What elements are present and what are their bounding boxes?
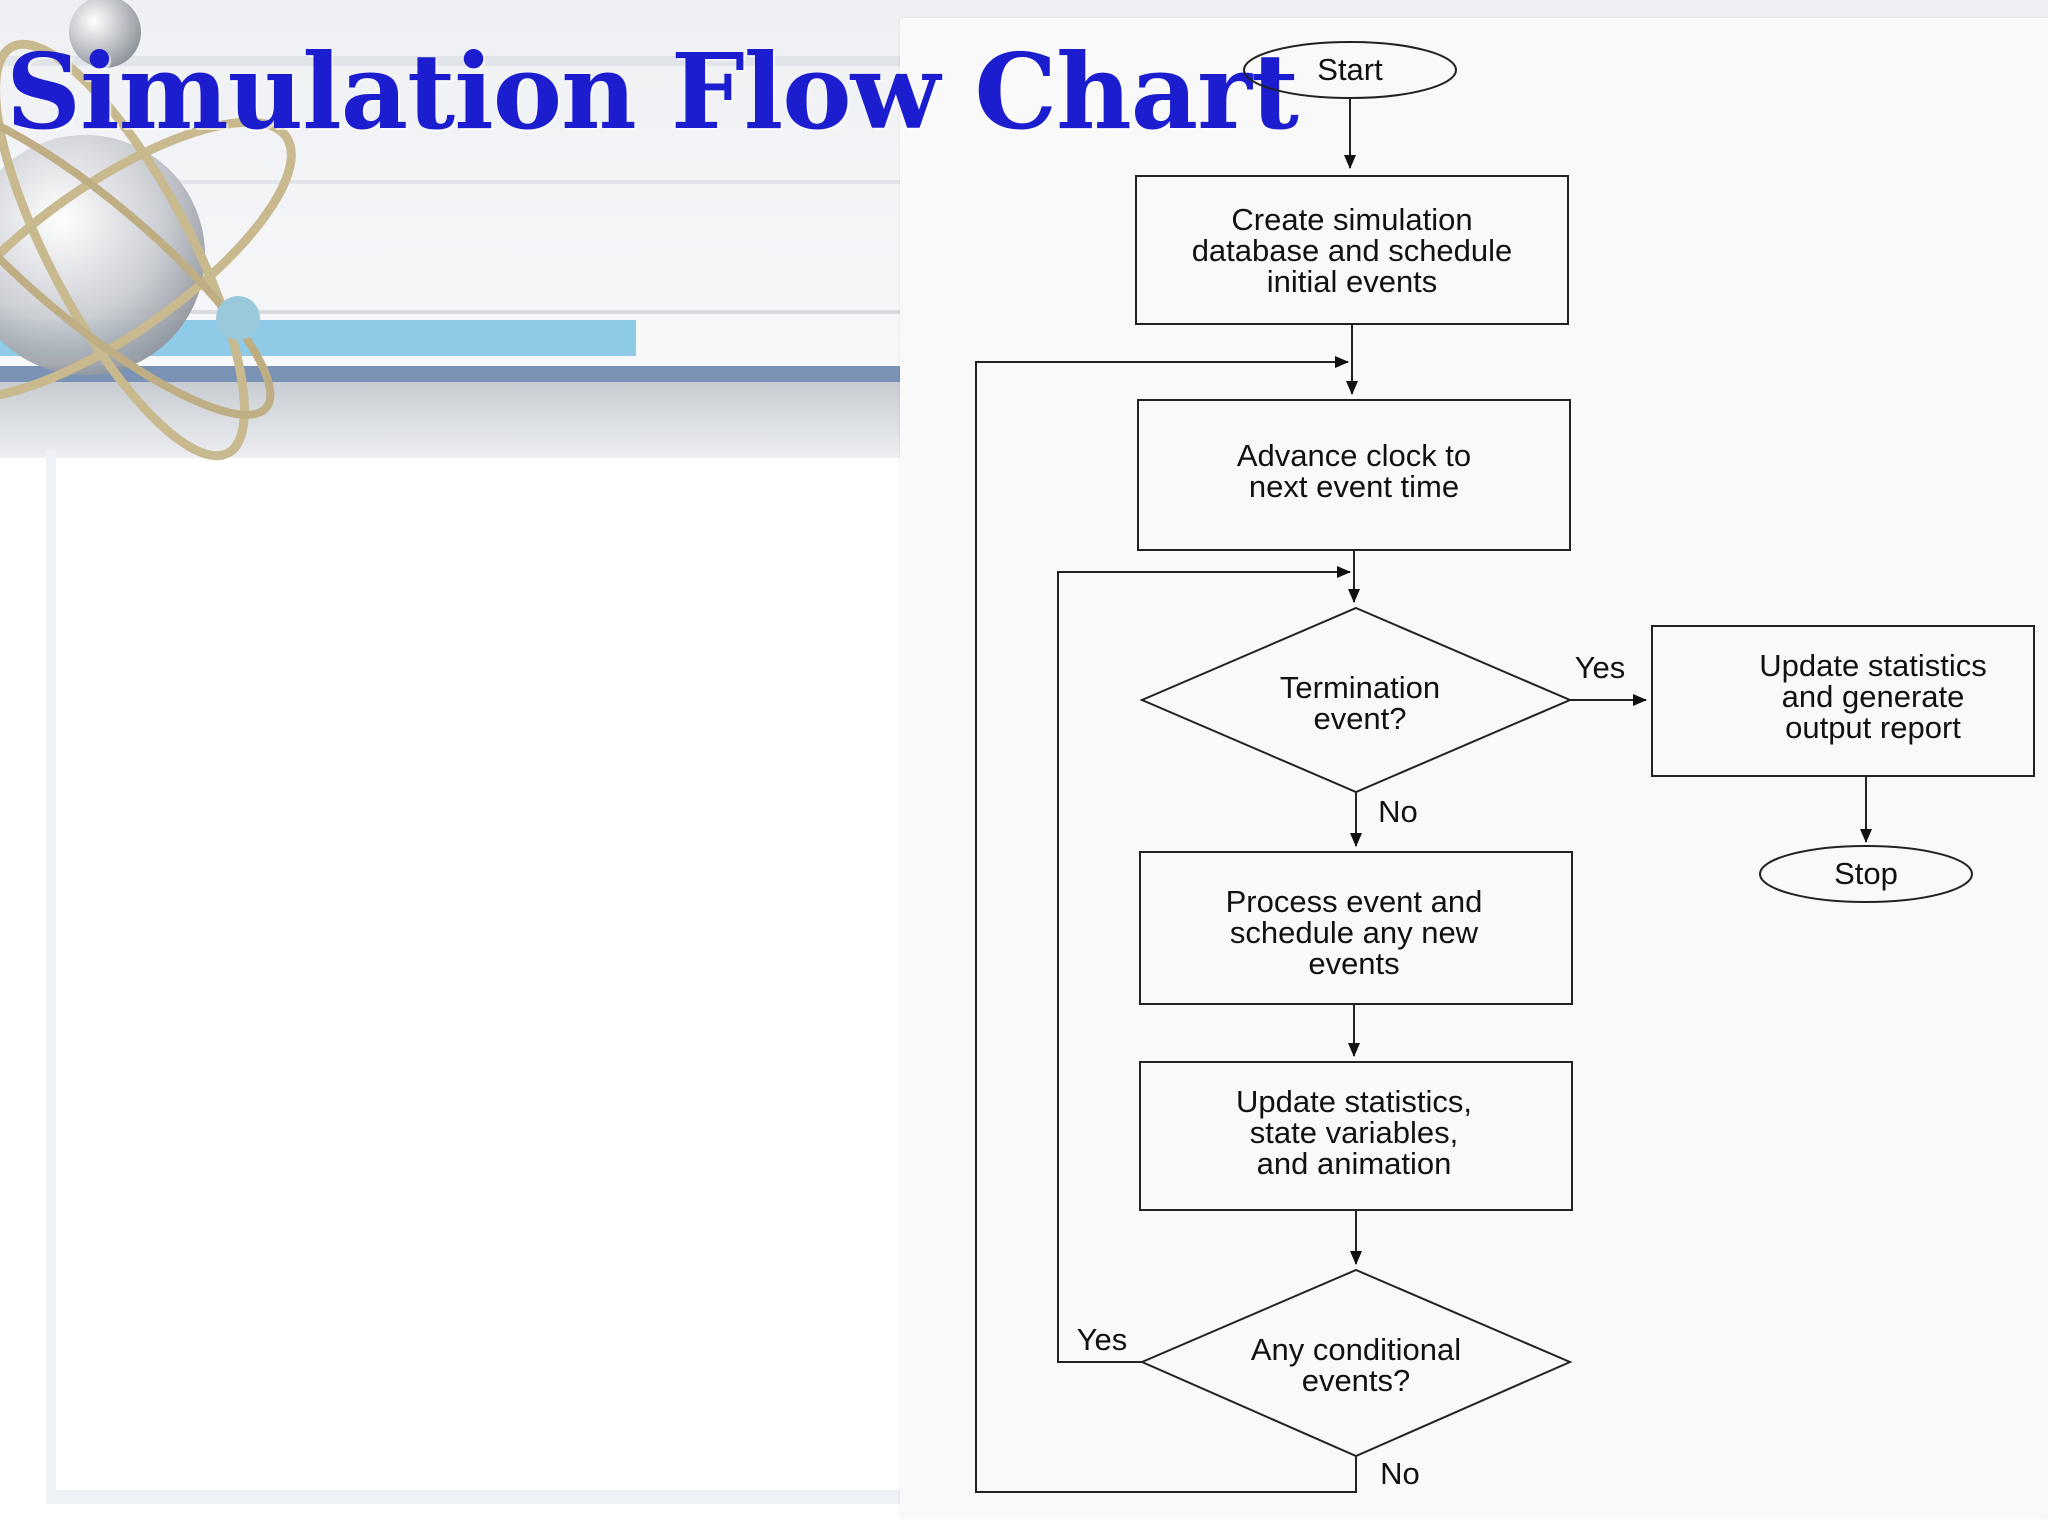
start-node: Start <box>1243 41 1457 99</box>
create-database-box: Create simulation database and schedule … <box>1135 175 1569 325</box>
stop-node: Stop <box>1759 845 1973 903</box>
termination-decision: Termination event? <box>1139 606 1573 794</box>
termination-line-2: event? <box>1313 701 1406 736</box>
loop-back-to-termination <box>1057 566 1351 1363</box>
output-line-3: output report <box>1785 710 1961 745</box>
atom-icon <box>0 0 296 461</box>
create-line-2: database and schedule <box>1192 233 1513 268</box>
start-label: Start <box>1317 52 1383 87</box>
stop-label: Stop <box>1834 856 1898 891</box>
conditional-yes-label: Yes <box>1077 1322 1128 1357</box>
create-line-1: Create simulation <box>1231 202 1472 237</box>
conditional-line-1: Any conditional <box>1251 1332 1461 1367</box>
termination-line-1: Termination <box>1280 670 1440 705</box>
process-line-3: events <box>1308 946 1399 981</box>
process-line-1: Process event and <box>1226 884 1483 919</box>
advance-clock-box: Advance clock to next event time <box>1137 399 1571 551</box>
conditional-decision: Any conditional events? <box>1139 1268 1573 1458</box>
output-report-box: Update statistics and generate output re… <box>1651 625 2035 777</box>
slide-title: Simulation Flow Chart <box>6 30 1299 153</box>
update-state-line-2: state variables, <box>1250 1115 1459 1150</box>
process-line-2: schedule any new <box>1230 915 1479 950</box>
loop-back-to-advance <box>975 356 1357 1493</box>
update-state-box: Update statistics, state variables, and … <box>1139 1061 1573 1211</box>
figure-panel <box>900 18 2048 1518</box>
conditional-line-2: events? <box>1302 1363 1411 1398</box>
update-state-line-1: Update statistics, <box>1236 1084 1472 1119</box>
create-line-3: initial events <box>1267 264 1438 299</box>
output-line-1: Update statistics <box>1759 648 1986 683</box>
output-line-2: and generate <box>1782 679 1965 714</box>
termination-no-label: No <box>1378 794 1418 829</box>
process-event-box: Process event and schedule any new event… <box>1139 851 1573 1005</box>
advance-line-1: Advance clock to <box>1237 438 1471 473</box>
update-state-line-3: and animation <box>1257 1146 1452 1181</box>
termination-yes-label: Yes <box>1575 650 1626 685</box>
advance-line-2: next event time <box>1249 469 1459 504</box>
conditional-no-label: No <box>1380 1456 1420 1491</box>
